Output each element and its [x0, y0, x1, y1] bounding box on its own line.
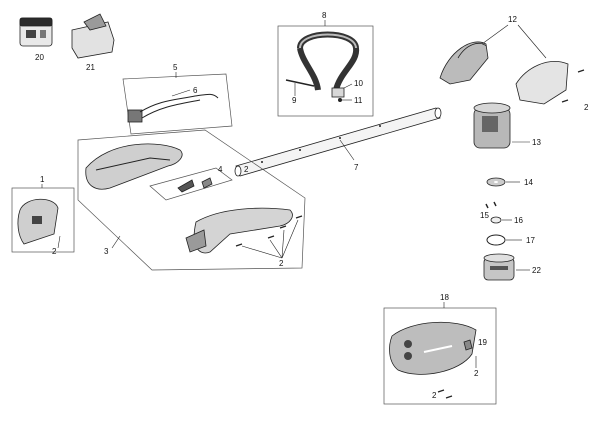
callout-6: 6	[193, 86, 198, 95]
callout-2b: 2	[279, 259, 284, 268]
part-20-battery[interactable]	[19, 17, 53, 47]
callout-1: 1	[40, 175, 45, 184]
box-part-8	[277, 25, 374, 117]
part-7-shaft[interactable]	[234, 107, 442, 177]
callout-14: 14	[524, 178, 533, 187]
part-4-trigger-parts[interactable]	[177, 177, 213, 193]
callout-11: 11	[354, 96, 363, 105]
callout-18: 18	[440, 293, 449, 302]
part-17-o-ring[interactable]	[486, 234, 506, 246]
part-6-wire-harness[interactable]	[127, 93, 219, 123]
callout-7: 7	[354, 163, 359, 172]
callout-5: 5	[173, 63, 178, 72]
box-part-3	[77, 129, 306, 271]
part-8-d-handle[interactable]	[297, 31, 360, 91]
box-part-4	[149, 167, 233, 201]
part-13-motor[interactable]	[473, 102, 511, 149]
callout-19: 19	[478, 338, 487, 347]
callout-3: 3	[104, 247, 109, 256]
part-19-clip[interactable]	[463, 339, 473, 351]
part-22-spool-head[interactable]	[483, 253, 515, 281]
callout-4: 4	[218, 165, 223, 174]
part-10-knob[interactable]	[331, 87, 345, 98]
part-2-screws-guard[interactable]	[437, 389, 453, 399]
callout-16: 16	[514, 216, 523, 225]
callout-15: 15	[480, 211, 489, 220]
callout-2e: 2	[474, 369, 479, 378]
part-18-guard[interactable]	[389, 321, 477, 375]
callout-8: 8	[322, 11, 327, 20]
callout-9: 9	[292, 96, 297, 105]
callout-22: 22	[532, 266, 541, 275]
callout-17: 17	[526, 236, 535, 245]
part-1-cover[interactable]	[17, 198, 59, 245]
part-11-nut[interactable]	[338, 98, 342, 102]
callout-20: 20	[35, 53, 44, 62]
part-15-screws[interactable]	[485, 201, 497, 209]
part-12-motor-housing[interactable]	[439, 41, 569, 105]
callout-2c: 2	[52, 247, 57, 256]
callout-2d: 2	[584, 103, 589, 112]
part-2-screws-handle[interactable]	[235, 215, 303, 247]
part-9-bolt[interactable]	[285, 79, 315, 87]
callout-10: 10	[354, 79, 363, 88]
part-21-charger[interactable]	[71, 13, 115, 59]
callout-21: 21	[86, 63, 95, 72]
part-3-housing-left[interactable]	[85, 143, 183, 190]
part-2-screws-motor[interactable]	[561, 69, 585, 103]
callout-13: 13	[532, 138, 541, 147]
callout-12: 12	[508, 15, 517, 24]
callout-2a: 2	[244, 165, 249, 174]
box-part-18	[383, 307, 497, 405]
part-14-washer[interactable]	[486, 177, 506, 187]
callout-2-guard: 2	[432, 391, 437, 400]
box-part-1	[11, 187, 75, 253]
part-3-housing-right[interactable]	[185, 207, 293, 254]
part-16-washer[interactable]	[490, 216, 502, 224]
